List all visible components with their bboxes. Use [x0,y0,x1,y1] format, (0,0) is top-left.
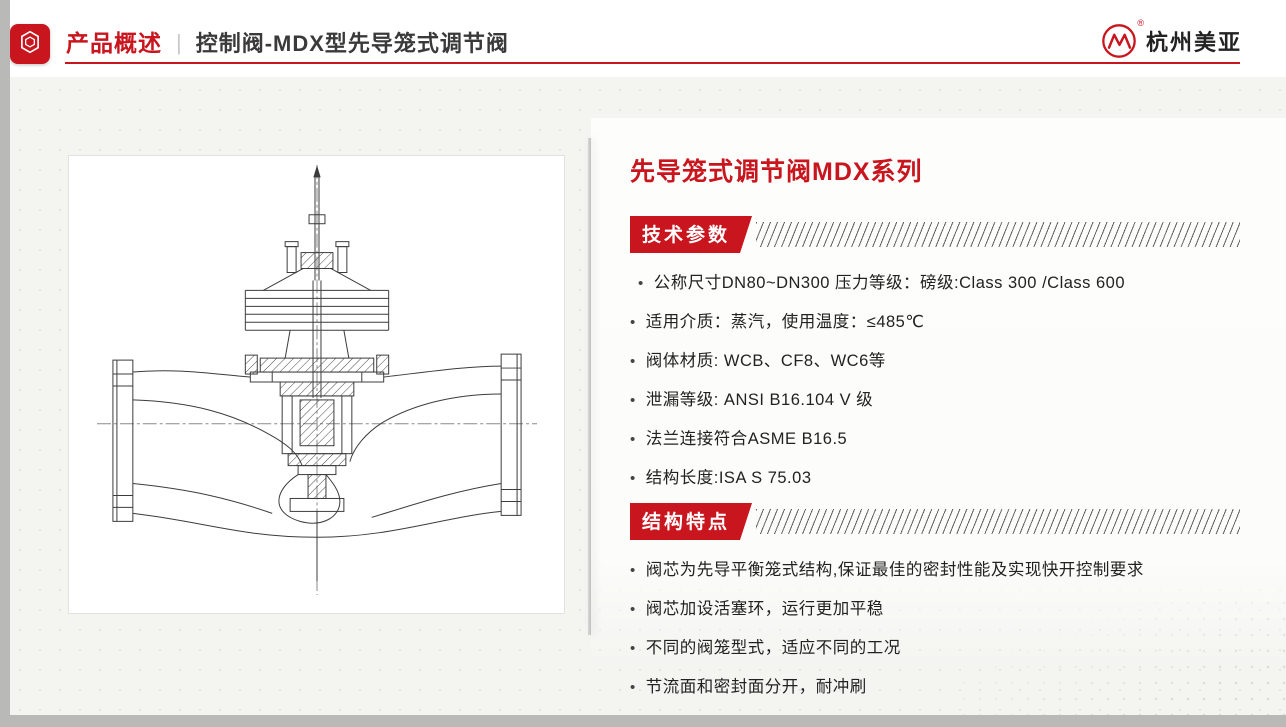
bullet-dot: • [630,679,636,696]
slide: 产品概述 | 控制阀-MDX型先导笼式调节阀 ® 杭州美亚 [10,0,1286,715]
page-fold-divider [588,138,591,635]
list-item: • 公称尺寸DN80~DN300 压力等级：磅级:Class 300 /Class… [630,269,1240,293]
product-details: 先导笼式调节阀MDX系列 技术参数 • 公称尺寸DN80~DN300 压力等级：磅… [630,152,1240,712]
bullet-dot: • [630,562,636,579]
list-item-text: 泄漏等级: ANSI B16.104 V 级 [645,391,874,409]
list-item: • 法兰连接符合ASME B16.5 [630,425,1240,449]
list-item-text: 法兰连接符合ASME B16.5 [645,430,848,448]
list-item-text: 阀芯为先导平衡笼式结构,保证最佳的密封性能及实现快开控制要求 [645,561,1144,579]
product-series-title: 先导笼式调节阀MDX系列 [630,158,923,186]
bullet-dot: • [638,275,644,292]
header-divider: | [176,30,182,55]
tech-params-badge: 技术参数 [630,216,752,253]
bullet-dot: • [630,601,636,618]
valve-drawing-card [68,155,565,614]
header-underline [65,62,1240,64]
bullet-dot: • [630,640,636,657]
header-bar: 产品概述 | 控制阀-MDX型先导笼式调节阀 ® 杭州美亚 [10,0,1286,77]
list-item: • 节流面和密封面分开，耐冲刷 [630,673,1240,697]
list-item: • 阀芯加设活塞环，运行更加平稳 [630,595,1240,619]
brand-name: 杭州美亚 [1145,30,1242,55]
list-item-text: 公称尺寸DN80~DN300 压力等级：磅级:Class 300 /Class … [653,274,1126,292]
list-item: • 结构长度:ISA S 75.03 [630,464,1240,488]
list-item-text: 结构长度:ISA S 75.03 [645,469,812,487]
registered-mark: ® [1137,18,1144,28]
brand-logo: ® 杭州美亚 [1100,18,1242,60]
bullet-dot: • [630,470,636,487]
dot-mesh-decor [956,595,1286,715]
list-item-text: 阀体材质: WCB、CF8、WC6等 [645,352,886,370]
list-item: • 阀芯为先导平衡笼式结构,保证最佳的密封性能及实现快开控制要求 [630,556,1240,580]
list-item-text: 适用介质：蒸汽，使用温度：≤485℃ [645,313,925,331]
hexagon-box-icon [17,29,43,60]
features-heading: 结构特点 [630,503,1240,540]
hatch-stripes-decor [756,222,1240,247]
page-title: 控制阀-MDX型先导笼式调节阀 [195,31,509,56]
valve-cross-section-drawing [83,163,551,606]
app-chip [10,24,50,64]
list-item-text: 不同的阀笼型式，适应不同的工况 [645,639,901,657]
features-list: • 阀芯为先导平衡笼式结构,保证最佳的密封性能及实现快开控制要求 • 阀芯加设活塞环… [630,556,1240,697]
features-badge: 结构特点 [630,503,752,540]
brand-m-circle-icon: ® [1100,18,1144,60]
list-item: • 不同的阀笼型式，适应不同的工况 [630,634,1240,658]
list-item: • 适用介质：蒸汽，使用温度：≤485℃ [630,308,1240,332]
tech-params-heading: 技术参数 [630,216,1240,253]
section-label: 产品概述 [66,30,162,56]
list-item: • 阀体材质: WCB、CF8、WC6等 [630,347,1240,371]
hatch-stripes-decor [756,509,1240,534]
bullet-dot: • [630,353,636,370]
list-item: • 泄漏等级: ANSI B16.104 V 级 [630,386,1240,410]
bullet-dot: • [630,392,636,409]
tech-params-list: • 公称尺寸DN80~DN300 压力等级：磅级:Class 300 /Class… [630,269,1240,488]
list-item-text: 阀芯加设活塞环，运行更加平稳 [645,600,884,618]
content-panel [591,118,1286,666]
bullet-dot: • [630,314,636,331]
bullet-dot: • [630,431,636,448]
list-item-text: 节流面和密封面分开，耐冲刷 [645,678,867,696]
